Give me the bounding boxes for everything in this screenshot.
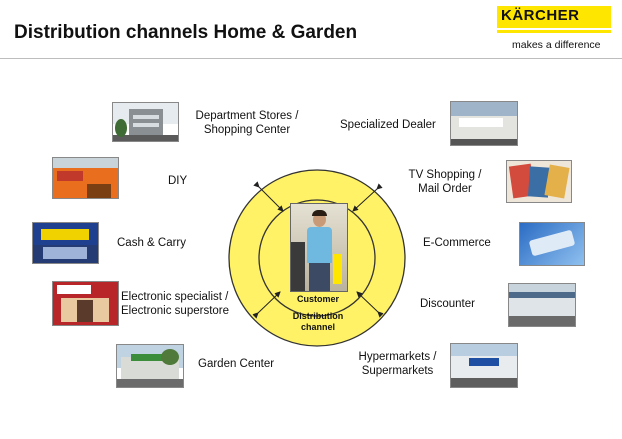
department-store-label-1: Department Stores / bbox=[182, 109, 312, 123]
dealer-store-photo-pavement bbox=[451, 139, 517, 145]
department-store-label-2: Shopping Center bbox=[182, 123, 312, 137]
customer-photo-hair bbox=[312, 210, 327, 216]
electronic-label-2: Electronic superstore bbox=[121, 304, 229, 318]
department-store-photo bbox=[112, 102, 179, 142]
hypermarkets-label-2: Supermarkets bbox=[350, 364, 445, 378]
carrefour-store-photo-parking bbox=[451, 378, 517, 387]
tv-shopping-label-1: TV Shopping / bbox=[395, 168, 495, 182]
ecommerce-label: E-Commerce bbox=[423, 236, 491, 250]
dealer-store-photo bbox=[450, 101, 518, 146]
diy-store-photo bbox=[52, 157, 119, 199]
electronics-store-photo bbox=[52, 281, 119, 326]
keyboard-photo bbox=[519, 222, 585, 266]
electronic-label-1: Electronic specialist / bbox=[121, 290, 228, 304]
specialized-dealer-label: Specialized Dealer bbox=[340, 118, 436, 132]
carrefour-store-photo-sign bbox=[469, 358, 499, 366]
customer-photo-shelf bbox=[291, 242, 305, 291]
tv-shopping-label-2: Mail Order bbox=[395, 182, 495, 196]
channel-label: channel bbox=[287, 322, 349, 333]
metro-store-photo bbox=[32, 222, 99, 264]
carrefour-store-photo bbox=[450, 343, 518, 388]
metro-store-photo-entrance bbox=[43, 247, 87, 259]
garden-center-photo-tree bbox=[161, 349, 179, 365]
discounter-store-photo-storefront bbox=[509, 298, 575, 316]
garden-center-photo bbox=[116, 344, 184, 388]
metro-store-photo-sign bbox=[41, 229, 89, 240]
discounter-store-photo bbox=[508, 283, 576, 327]
discounter-label: Discounter bbox=[420, 297, 475, 311]
department-store-photo-facade bbox=[133, 115, 159, 119]
electronics-store-photo-sign bbox=[57, 285, 91, 294]
diy-store-photo-sign bbox=[57, 171, 83, 181]
garden-center-label: Garden Center bbox=[198, 357, 274, 371]
customer-photo-shirt bbox=[307, 227, 332, 263]
dealer-store-photo-sign bbox=[459, 118, 503, 127]
department-store-photo-tree bbox=[115, 119, 127, 137]
hypermarkets-label-1: Hypermarkets / bbox=[350, 350, 445, 364]
department-store-photo-window-band bbox=[133, 123, 159, 127]
customer-label: Customer bbox=[290, 292, 346, 306]
customer-photo-legs bbox=[309, 263, 330, 291]
distribution-label: Distribution bbox=[287, 311, 349, 322]
electronics-store-photo-display bbox=[77, 300, 93, 322]
discounter-store-photo-parking bbox=[509, 316, 575, 326]
cash-carry-label: Cash & Carry bbox=[117, 236, 186, 250]
customer-photo bbox=[290, 203, 348, 292]
diy-store-photo-entrance bbox=[87, 184, 111, 198]
catalog-photo bbox=[506, 160, 572, 203]
diy-label: DIY bbox=[168, 174, 187, 188]
customer-photo-product bbox=[333, 254, 342, 284]
garden-center-photo-parking bbox=[117, 379, 183, 387]
